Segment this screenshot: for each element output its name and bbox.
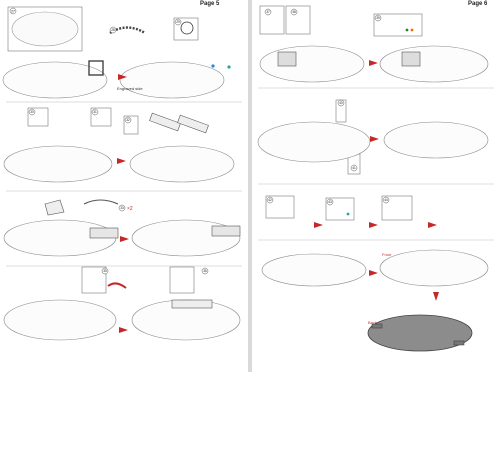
page-number-label: Page 5 (200, 1, 220, 7)
step-44-number: 44 (384, 198, 388, 202)
column-part (88, 60, 104, 76)
step-42-number: 42 (268, 198, 272, 202)
front-caption: Front (382, 252, 392, 257)
step-32-number: 32 (126, 118, 130, 122)
saucer-base-2 (119, 61, 225, 99)
finished-model-base (367, 314, 473, 352)
instruction-page-5: Page 5 27 28 29 (0, 0, 248, 372)
ring-part (180, 21, 194, 35)
step-39-number: 39 (376, 16, 380, 20)
marker-dot-teal (227, 65, 231, 69)
step-30-number: 30 (30, 110, 34, 114)
page-gutter (248, 0, 252, 372)
step-27-badge (9, 7, 17, 15)
step-43-number: 43 (328, 200, 332, 204)
step-27-group: 27 28 29 (2, 6, 231, 99)
steps-35-36-group: 35 36 (3, 266, 241, 341)
marker-dot-blue (211, 64, 215, 68)
step-35-number: 35 (103, 269, 107, 273)
step-38-number: 38 (292, 10, 296, 14)
step-27-number: 27 (11, 9, 15, 13)
quantity-label: ×2 (127, 206, 133, 212)
steps-37-40-group: 37 38 39 (259, 5, 489, 83)
step-36-number: 36 (203, 269, 207, 273)
step-28-number: 28 (111, 28, 115, 32)
instruction-page-6: Page 6 37 38 39 40 (252, 0, 500, 372)
step-40-number: 40 (339, 101, 343, 105)
saucer-base-1 (2, 61, 108, 99)
engraved-side-caption: Engraved side (117, 86, 143, 91)
stand-top-plate (11, 11, 79, 47)
page-number-label: Page 6 (468, 1, 488, 7)
steps-42-44-group: 42 43 44 (265, 195, 437, 228)
final-assembly-group (261, 249, 489, 352)
steps-40-41-group: 40 41 (257, 99, 489, 175)
page-5-illustrations: 27 28 29 30 31 32 (2, 6, 242, 341)
step-37-number: 37 (266, 10, 270, 14)
steps-30-32-group: 30 31 32 (3, 107, 235, 183)
next-arrow (118, 74, 127, 80)
curved-wall-part (109, 26, 146, 35)
blank-lower-area (0, 372, 500, 468)
page-6-illustrations: 37 38 39 40 41 (257, 5, 494, 352)
step-31-number: 31 (93, 110, 97, 114)
step-33-number: 33 (120, 206, 124, 210)
step-29-number: 29 (176, 20, 180, 24)
back-caption: Back (368, 320, 377, 325)
step-41-number: 41 (352, 166, 356, 170)
steps-33-34-group: 33 ×2 (3, 199, 241, 257)
